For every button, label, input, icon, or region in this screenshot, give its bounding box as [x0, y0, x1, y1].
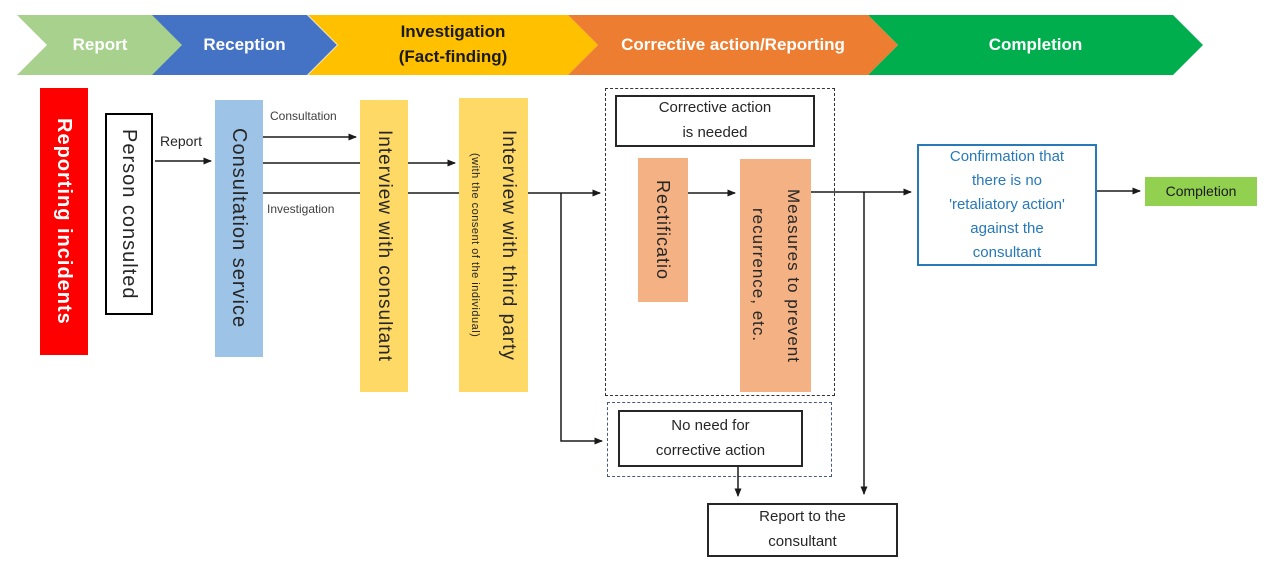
corrective-needed-box: Corrective action is needed	[615, 95, 815, 147]
edge-label-investigation: Investigation	[267, 202, 335, 216]
consultation-service-box: Consultation service	[215, 100, 263, 357]
edge-label-consultation: Consultation	[270, 109, 337, 123]
reporting-incidents-box: Reporting incidents	[40, 88, 88, 355]
corrective-needed-group-frame	[605, 88, 835, 396]
person-consulted-box: Person consulted	[105, 113, 153, 315]
interview-third-party-label: Interview with third party	[498, 129, 519, 361]
arrow-branch-no-need	[560, 193, 603, 445]
rectification-box: Rectificatio	[638, 158, 688, 302]
completion-box: Completion	[1145, 177, 1257, 206]
no-need-box: No need for corrective action	[618, 410, 803, 467]
interview-consultant-box: Interview with consultant	[360, 100, 408, 392]
edge-label-report: Report	[159, 133, 203, 149]
interview-third-party-note: (with the consent of the individual)	[469, 152, 481, 338]
stage-chevron-investigation: Investigation (Fact-finding)	[308, 15, 598, 75]
stage-chevron-corrective: Corrective action/Reporting	[568, 15, 898, 75]
interview-third-party-box: Interview with third party (with the con…	[459, 98, 528, 392]
confirmation-box: Confirmation that there is no 'retaliato…	[917, 144, 1097, 266]
stage-chevron-reception: Reception	[152, 15, 337, 75]
report-to-consultant-box: Report to the consultant	[707, 503, 898, 557]
no-need-group-frame	[607, 402, 832, 477]
stage-chevron-completion: Completion	[868, 15, 1203, 75]
measures-box: Measures to prevent recurrence, etc.	[740, 159, 811, 392]
